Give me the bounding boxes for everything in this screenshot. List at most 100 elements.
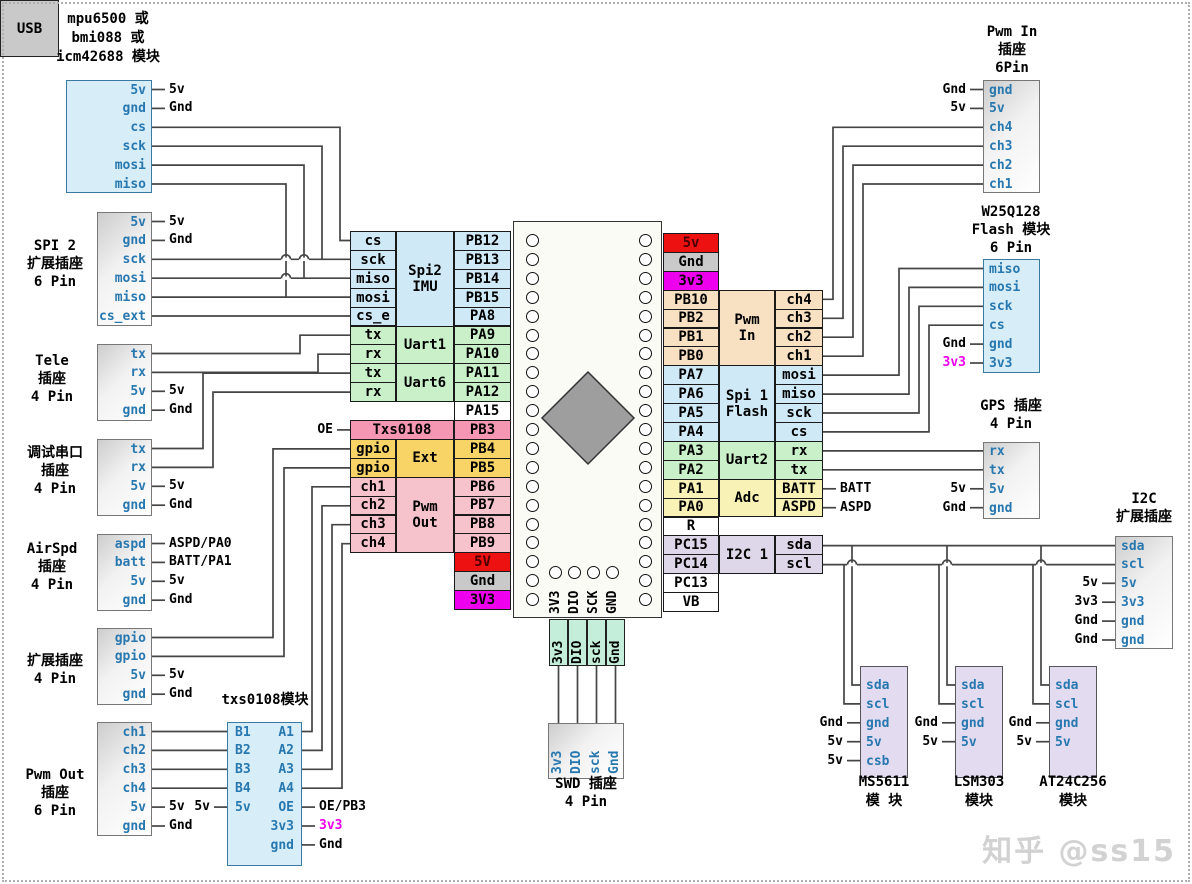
center-right-signal-cs: cs — [775, 422, 823, 442]
usb-connector: USB — [0, 0, 59, 57]
wire — [823, 305, 983, 414]
pin-hole — [638, 460, 652, 474]
center-left-pin-PA12: PA12 — [454, 382, 511, 403]
airspd-socket-ext-label: BATT/PA1 — [169, 554, 232, 570]
airspd-socket-box — [97, 534, 152, 611]
center-left-group-Uart6: Uart6 — [396, 363, 454, 403]
at24c256-module-pin-gnd: gnd — [1055, 715, 1079, 731]
i2c-ext-socket-pin-sda: sda — [1121, 538, 1145, 554]
airspd-socket-title: 插座 — [38, 559, 66, 575]
i2c-ext-socket-ext-label: Gnd — [1074, 613, 1098, 629]
spi2-ext-socket-pin-mosi: mosi — [114, 271, 146, 287]
pin-hole — [638, 309, 652, 323]
wire-hop — [1035, 559, 1047, 565]
imu-module-pin-gnd: gnd — [122, 101, 146, 117]
pwm-out-socket-pin-ch1: ch1 — [122, 724, 146, 740]
w25q128-module-title: W25Q128 — [981, 204, 1041, 220]
w25q128-module-pin-cs: cs — [989, 318, 1005, 334]
spi2-ext-socket-title: SPI 2 — [33, 238, 77, 254]
pin-hole — [638, 366, 652, 380]
w25q128-module-title: Flash 模块 — [971, 222, 1051, 238]
center-left-signal-gpio: gpio — [350, 438, 396, 459]
center-left-signal-sck: sck — [350, 249, 396, 270]
txs0108-module-pin-A4: A4 — [278, 781, 294, 797]
wire — [152, 353, 350, 374]
airspd-socket-pin-gnd: gnd — [122, 593, 146, 609]
center-left-signal-mosi: mosi — [350, 287, 396, 308]
spi2-ext-socket-pin-cs_ext: cs_ext — [99, 309, 146, 324]
at24c256-module-title: 模块 — [1059, 793, 1087, 809]
pin-hole — [525, 271, 539, 285]
center-right-pin-PA7: PA7 — [663, 365, 719, 386]
center-left-group-Pwm-Out: Pwm Out — [396, 476, 454, 554]
wire — [823, 183, 983, 358]
center-right-signal-sda: sda — [775, 535, 823, 556]
center-right-pin-PB10: PB10 — [663, 289, 719, 310]
w25q128-module-ext-label: 3v3 — [942, 355, 966, 370]
center-right-pin-PB0: PB0 — [663, 346, 719, 367]
airspd-socket-pin-5v: 5v — [130, 574, 146, 590]
pin-hole — [525, 517, 539, 531]
center-left-signal-cs_e: cs_e — [350, 306, 396, 327]
tele-socket-title: 4 Pin — [30, 389, 74, 405]
w25q128-module-ext-label: Gnd — [942, 336, 966, 352]
pin-hole — [638, 555, 652, 569]
pin-hole — [638, 271, 652, 285]
at24c256-module-pin-scl: scl — [1055, 696, 1079, 712]
center-right-pin-Gnd: Gnd — [663, 251, 719, 272]
txs0108-module-pin-5v: 5v — [235, 800, 251, 816]
debug-uart-socket-title: 插座 — [41, 463, 69, 479]
wire — [823, 126, 983, 301]
airspd-socket-pin-aspd: aspd — [114, 536, 146, 552]
center-left-signal-rx: rx — [350, 382, 396, 403]
imu-module-box — [66, 80, 152, 193]
debug-uart-socket-title: 4 Pin — [33, 481, 77, 497]
pin-hole — [525, 479, 539, 493]
center-left-signal-miso: miso — [350, 268, 396, 289]
swd-socket-title: SWD 插座 — [555, 776, 617, 792]
ext4-socket-ext-label: 5v — [169, 667, 185, 683]
gps-socket-title: 4 Pin — [989, 416, 1033, 432]
center-right-signal-rx: rx — [775, 440, 823, 461]
i2c-ext-socket-pin-scl: scl — [1121, 557, 1145, 573]
tele-socket-title: 插座 — [38, 371, 66, 387]
pin-hole — [525, 347, 539, 361]
wire — [302, 485, 350, 733]
tele-socket-pin-5v: 5v — [130, 384, 146, 400]
pwm-out-socket-box — [97, 722, 152, 836]
center-right-pin-PA2: PA2 — [663, 459, 719, 480]
center-right-group-Pwm-In: Pwm In — [719, 289, 775, 367]
pwm-in-socket-title: 插座 — [998, 42, 1026, 58]
center-left-pin-PA8: PA8 — [454, 306, 511, 327]
lsm303-module-pin-gnd: gnd — [961, 715, 985, 731]
center-left-pin-PB3: PB3 — [454, 420, 511, 440]
wire — [851, 545, 860, 686]
pin-hole — [638, 328, 652, 342]
center-right-group-I2C-1: I2C 1 — [719, 535, 775, 575]
pwm-in-socket-ext-label: Gnd — [942, 81, 966, 97]
pin-hole — [525, 555, 539, 569]
gps-socket-ext-label: Gnd — [942, 499, 966, 515]
i2c-ext-socket-ext-label: 5v — [1082, 575, 1098, 591]
swd-pad-label-Gnd: Gnd — [608, 640, 623, 664]
i2c-ext-socket-title: 扩展插座 — [1116, 509, 1172, 525]
center-right-pin-PA1: PA1 — [663, 478, 719, 499]
center-left-pin-Gnd: Gnd — [454, 571, 511, 592]
center-left-signal-tx: tx — [350, 363, 396, 384]
pwm-in-socket-title: 6Pin — [995, 60, 1029, 76]
swd-socket-title: 4 Pin — [564, 794, 608, 810]
wire — [1032, 564, 1049, 705]
w25q128-module-pin-3v3: 3v3 — [989, 356, 1013, 371]
ext4-socket-title: 扩展插座 — [27, 653, 83, 669]
pin-hole — [525, 536, 539, 550]
debug-uart-socket-pin-gnd: gnd — [122, 498, 146, 514]
lsm303-module-pin-5v: 5v — [961, 734, 977, 750]
lsm303-module-title: 模块 — [965, 793, 993, 809]
pwm-in-socket-ext-label: 5v — [950, 100, 966, 116]
pin-hole — [638, 252, 652, 266]
mcu-pad-label-DIO: DIO — [566, 590, 582, 614]
pin-hole — [525, 309, 539, 323]
debug-uart-socket-pin-tx: tx — [130, 441, 146, 457]
pin-hole — [525, 498, 539, 512]
